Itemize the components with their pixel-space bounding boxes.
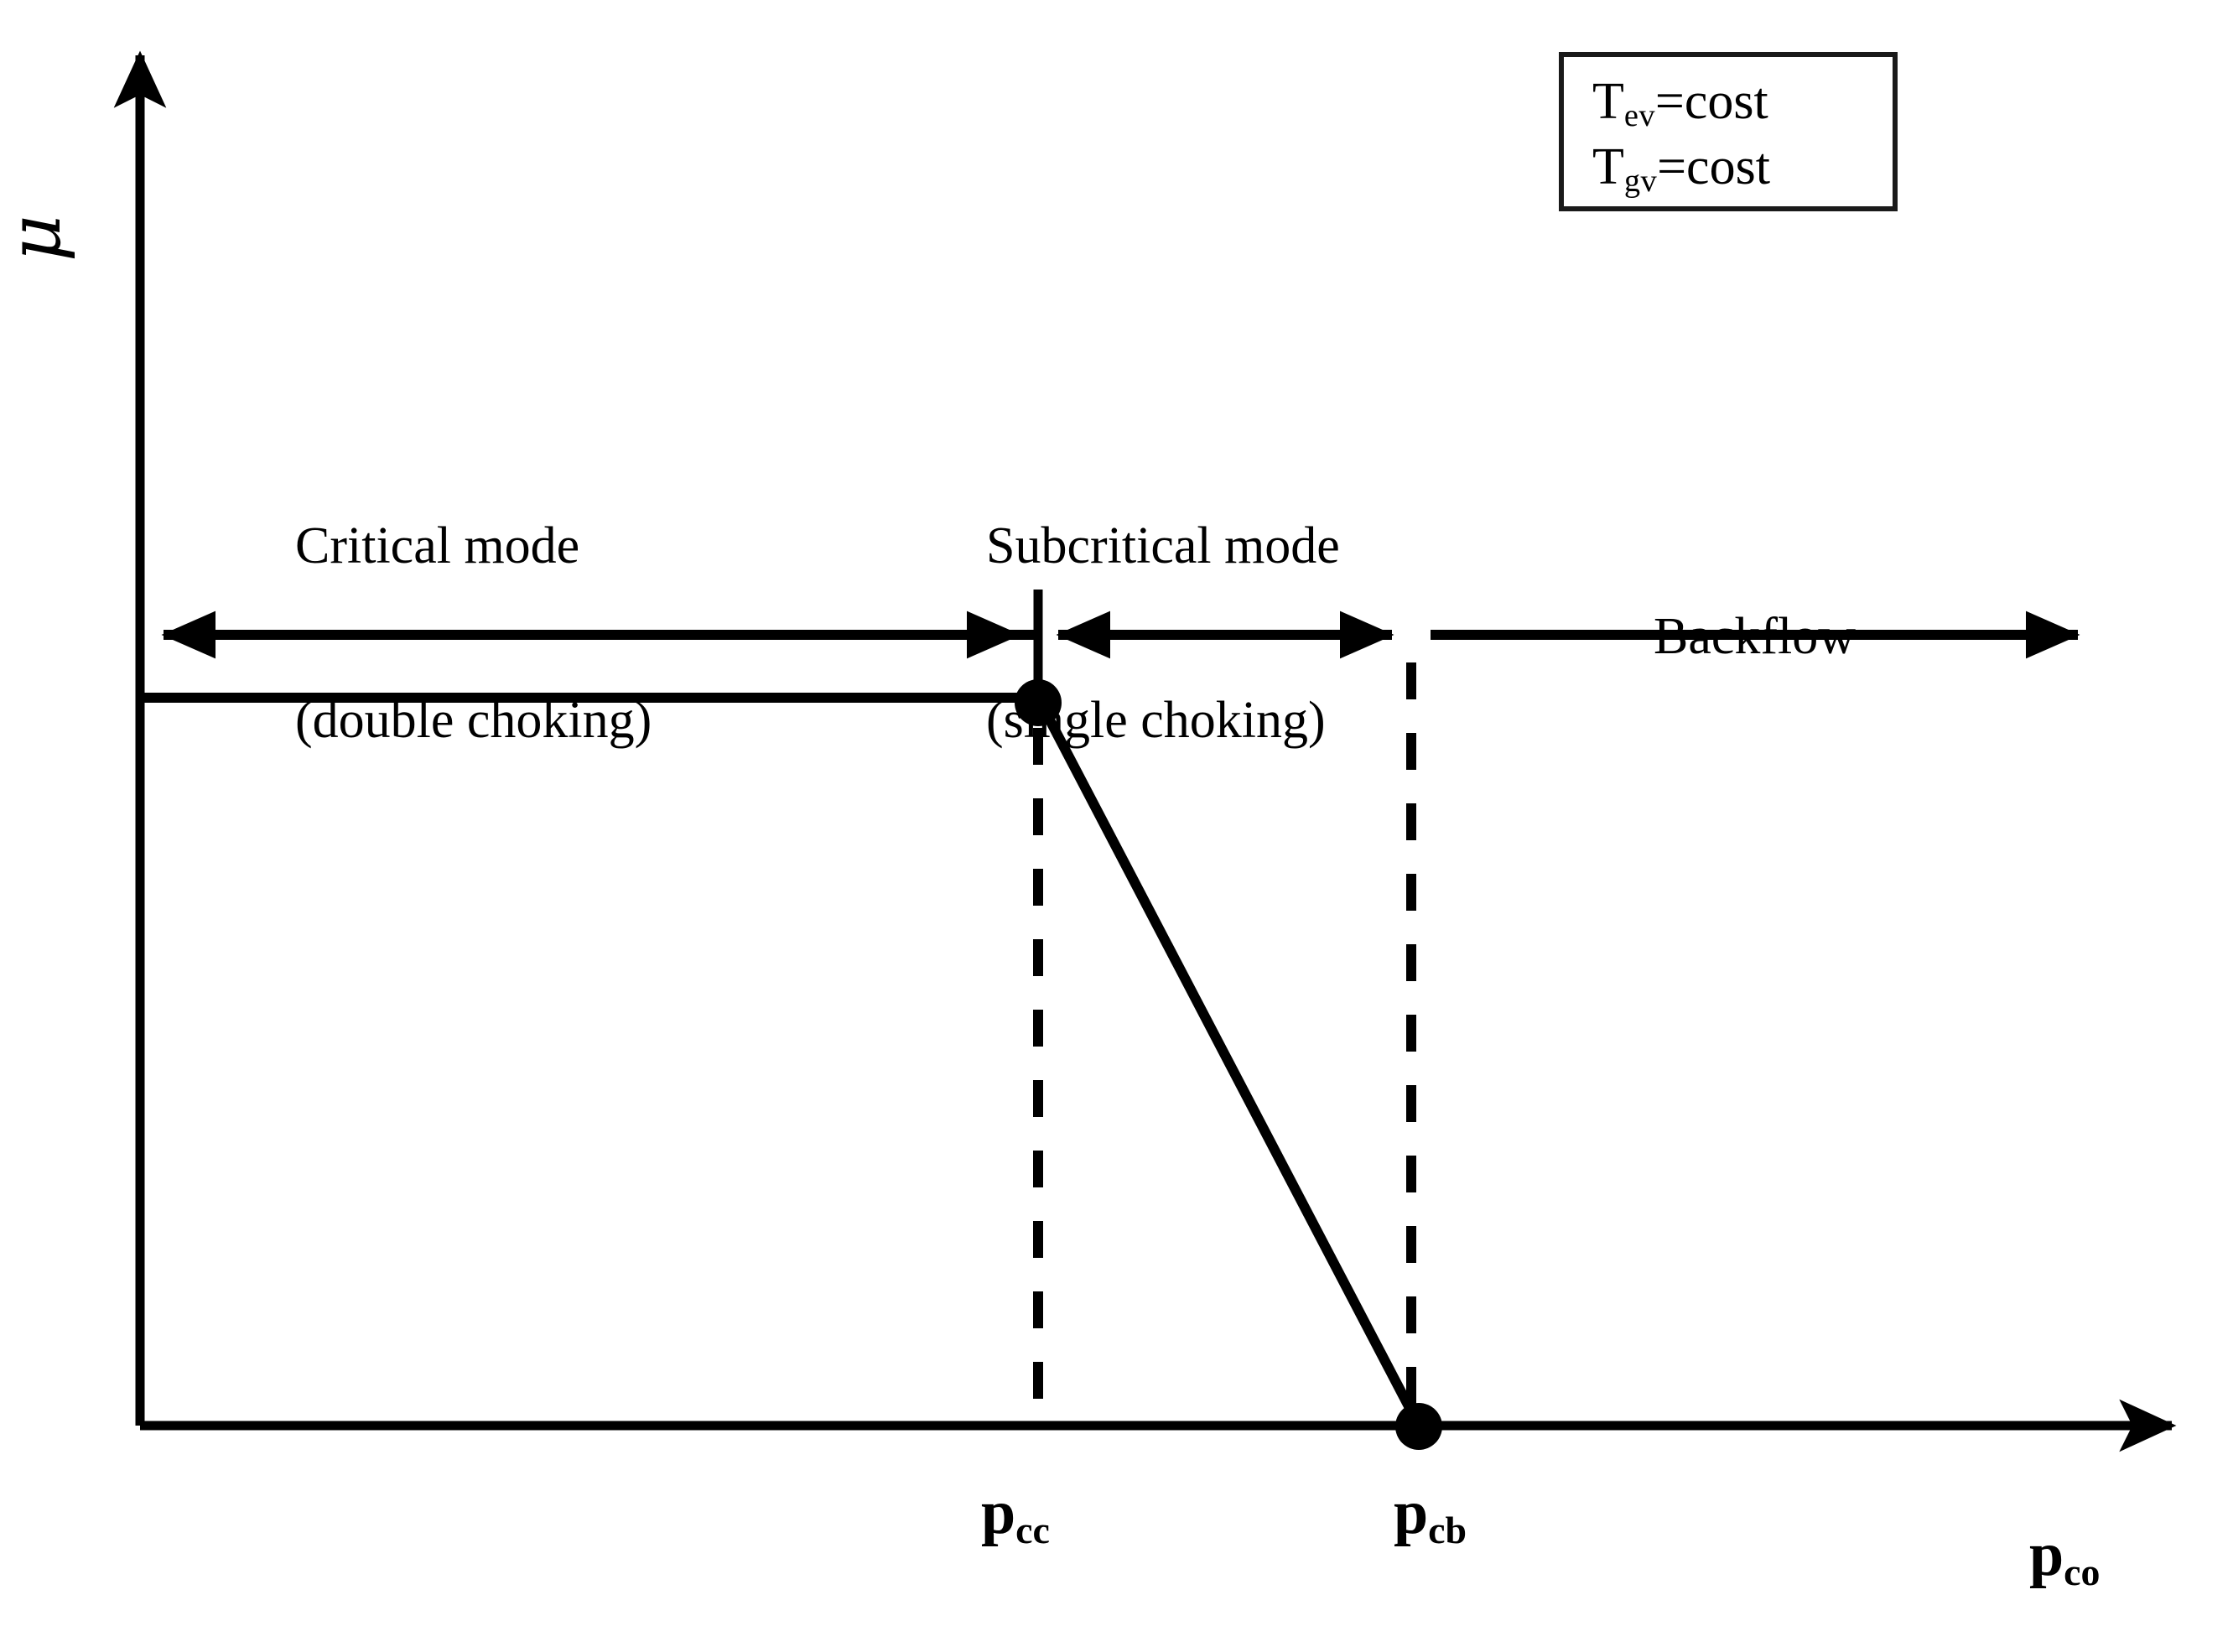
tick-pco-main: p [2029, 1520, 2064, 1589]
region-label-critical-mode-line1: Critical mode [295, 517, 580, 574]
tick-pcb-main: p [1394, 1478, 1429, 1547]
legend-box: Tev=cost Tgv=cost [1559, 52, 1898, 211]
x-axis-label-pco: pco [2029, 1520, 2101, 1593]
tick-pcb-sub: cb [1428, 1508, 1467, 1551]
marker-pcb-point [1395, 1403, 1442, 1450]
legend-tev-subscript: ev [1623, 98, 1655, 134]
tick-pcc-sub: cc [1015, 1508, 1050, 1551]
legend-entry-tev: Tev=cost [1592, 69, 1893, 134]
region-label-subcritical-mode: Subcritical mode (single choking) [986, 401, 1340, 867]
tick-pcc-main: p [981, 1478, 1016, 1547]
region-label-backflow: Backflow [1654, 491, 1856, 782]
legend-tgv-subscript: gv [1623, 164, 1658, 200]
region-label-subcritical-mode-line1: Subcritical mode [986, 517, 1340, 574]
y-axis-label: μ [0, 215, 77, 262]
x-axis-tick-label-pcb: pcb [1394, 1478, 1467, 1551]
tick-pco-sub: co [2064, 1550, 2101, 1593]
x-axis-tick-label-pcc: pcc [981, 1478, 1050, 1551]
region-label-subcritical-mode-line2: (single choking) [986, 692, 1326, 750]
region-label-critical-mode: Critical mode (double choking) [295, 401, 652, 867]
legend-tgv-value: =cost [1657, 138, 1770, 196]
legend-entry-tgv: Tgv=cost [1592, 134, 1893, 200]
legend-tev-symbol: T [1592, 73, 1624, 130]
marker-pcc-point [1015, 679, 1062, 726]
region-label-critical-mode-line2: (double choking) [295, 692, 652, 750]
region-label-backflow-line1: Backflow [1654, 607, 1857, 665]
legend-tgv-symbol: T [1592, 138, 1624, 196]
legend-tev-value: =cost [1654, 73, 1768, 130]
